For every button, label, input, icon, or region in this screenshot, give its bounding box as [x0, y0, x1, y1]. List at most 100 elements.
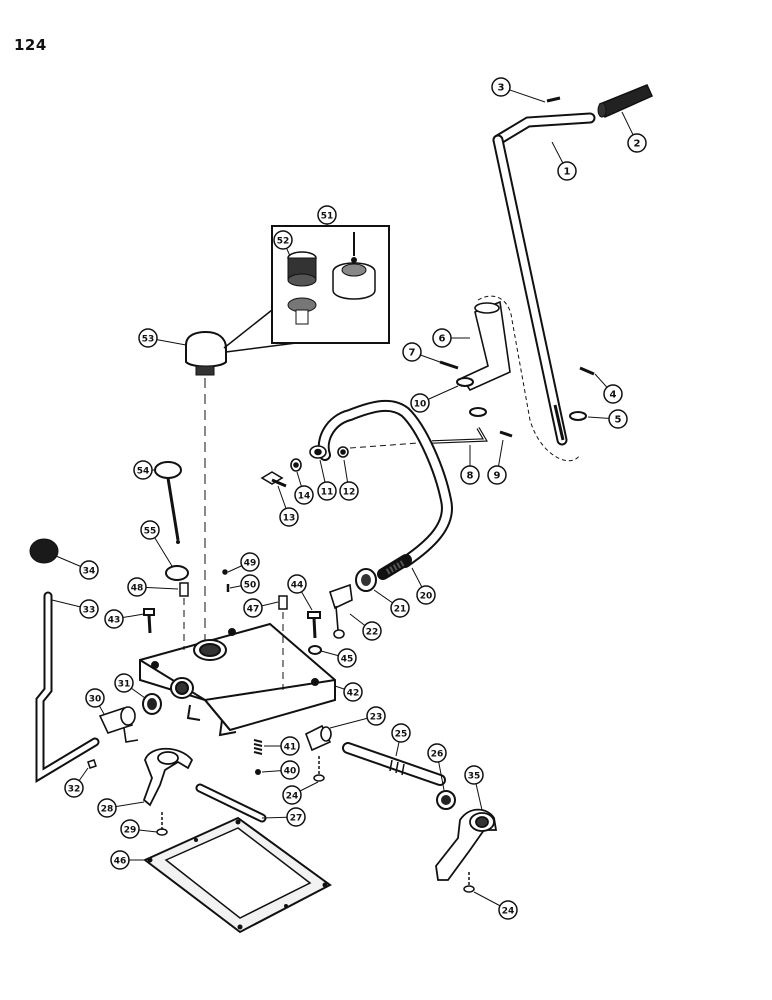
- pin-7-part: [439, 360, 459, 370]
- bushing-21-part: [355, 568, 377, 592]
- pins-47-50: [179, 569, 288, 610]
- knob-34-part: [29, 538, 59, 564]
- ball-40-part: [255, 769, 261, 775]
- callout-number: 29: [124, 826, 137, 836]
- callout-number: 35: [468, 772, 481, 782]
- callout-number: 20: [420, 592, 433, 602]
- screw-24b-part: [463, 872, 475, 893]
- spring-41-part: [253, 739, 263, 755]
- callout-number: 34: [83, 567, 96, 577]
- callout-number: 24: [286, 792, 299, 802]
- callout-40: 40: [261, 760, 300, 780]
- callout-51: 51: [317, 205, 337, 226]
- callout-number: 53: [142, 335, 155, 345]
- callout-number: 2: [634, 139, 641, 150]
- callout-circle: [416, 585, 436, 605]
- shift-arm-23-part: [304, 724, 332, 752]
- shift-arm-30-part: [98, 706, 139, 743]
- callout-number: 14: [298, 492, 311, 502]
- page-number: 124: [14, 36, 47, 54]
- callout-5: 5: [587, 409, 628, 429]
- callout-4: 4: [594, 373, 623, 404]
- callout-13: 13: [277, 485, 299, 527]
- callout-circle: [79, 560, 99, 580]
- lever-bracket-part: [460, 300, 511, 392]
- callout-number: 32: [68, 785, 81, 795]
- shift-knob-part: [597, 84, 653, 119]
- callout-circle: [410, 393, 430, 413]
- callout-number: 27: [290, 814, 303, 824]
- callout-number: 44: [291, 581, 304, 591]
- callout-circle: [608, 409, 628, 429]
- callout-circle: [603, 384, 623, 404]
- breather-cap-part: [185, 330, 227, 376]
- bushing-31-part: [142, 693, 162, 715]
- callout-30: 30: [85, 688, 105, 715]
- callout-27: 27: [261, 807, 306, 827]
- inset-box-51: [223, 225, 390, 353]
- callout-24: 24: [473, 891, 518, 920]
- callout-circle: [390, 598, 410, 618]
- group-boundary-outline: [477, 295, 581, 462]
- shift-fork-28-part: [142, 747, 194, 807]
- callout-number: 50: [244, 581, 257, 591]
- callout-29: 29: [120, 819, 158, 839]
- callout-31: 31: [114, 673, 146, 699]
- callout-circle: [391, 723, 411, 743]
- callout-number: 31: [118, 680, 131, 690]
- callout-circle: [282, 785, 302, 805]
- callout-circle: [402, 342, 422, 362]
- callout-35: 35: [464, 765, 484, 811]
- linkage-rod-part: [317, 399, 453, 580]
- callout-number: 41: [284, 743, 297, 753]
- pin-9-part: [499, 430, 513, 438]
- callout-number: 52: [277, 237, 290, 247]
- callout-circle: [97, 798, 117, 818]
- callout-circle: [64, 778, 84, 798]
- callout-number: 49: [244, 559, 257, 569]
- callout-circle: [317, 205, 337, 225]
- seal-55-part: [165, 565, 189, 581]
- callout-41: 41: [264, 736, 300, 756]
- callout-number: 45: [341, 655, 354, 665]
- callout-number: 1: [564, 167, 571, 178]
- callout-circle: [464, 765, 484, 785]
- callout-number: 5: [615, 415, 622, 426]
- callout-number: 12: [343, 488, 356, 498]
- callout-number: 46: [114, 857, 127, 867]
- callout-9: 9: [487, 439, 507, 485]
- callout-circle: [557, 161, 577, 181]
- callout-28: 28: [97, 798, 145, 818]
- callout-circle: [138, 328, 158, 348]
- shift-rail-27-part: [195, 783, 267, 823]
- callout-49: 49: [227, 552, 260, 573]
- callout-25: 25: [391, 723, 411, 757]
- callout-7: 7: [402, 342, 441, 363]
- callout-20: 20: [411, 567, 436, 605]
- shift-lever-part: [492, 112, 596, 446]
- callout-circle: [487, 465, 507, 485]
- callout-number: 7: [409, 348, 416, 359]
- pin-3-part: [546, 96, 561, 103]
- callout-circle: [240, 574, 260, 594]
- callout-11: 11: [317, 459, 337, 501]
- callout-2: 2: [621, 111, 647, 153]
- callout-number: 4: [610, 390, 617, 401]
- callout-54: 54: [133, 460, 155, 480]
- filter-element-52: [287, 251, 317, 287]
- callout-47: 47: [243, 598, 279, 618]
- callout-6: 6: [432, 328, 470, 348]
- callout-number: 43: [108, 616, 121, 626]
- callout-number: 9: [494, 471, 501, 482]
- washers-10-part: [456, 377, 487, 417]
- callout-circle: [140, 520, 160, 540]
- callout-number: 8: [467, 471, 474, 482]
- callout-number: 26: [431, 750, 444, 760]
- alignment-line-8: [349, 441, 433, 449]
- callout-number: 11: [321, 488, 334, 498]
- callout-number: 10: [414, 400, 427, 410]
- callout-circle: [286, 807, 306, 827]
- callout-circle: [114, 673, 134, 693]
